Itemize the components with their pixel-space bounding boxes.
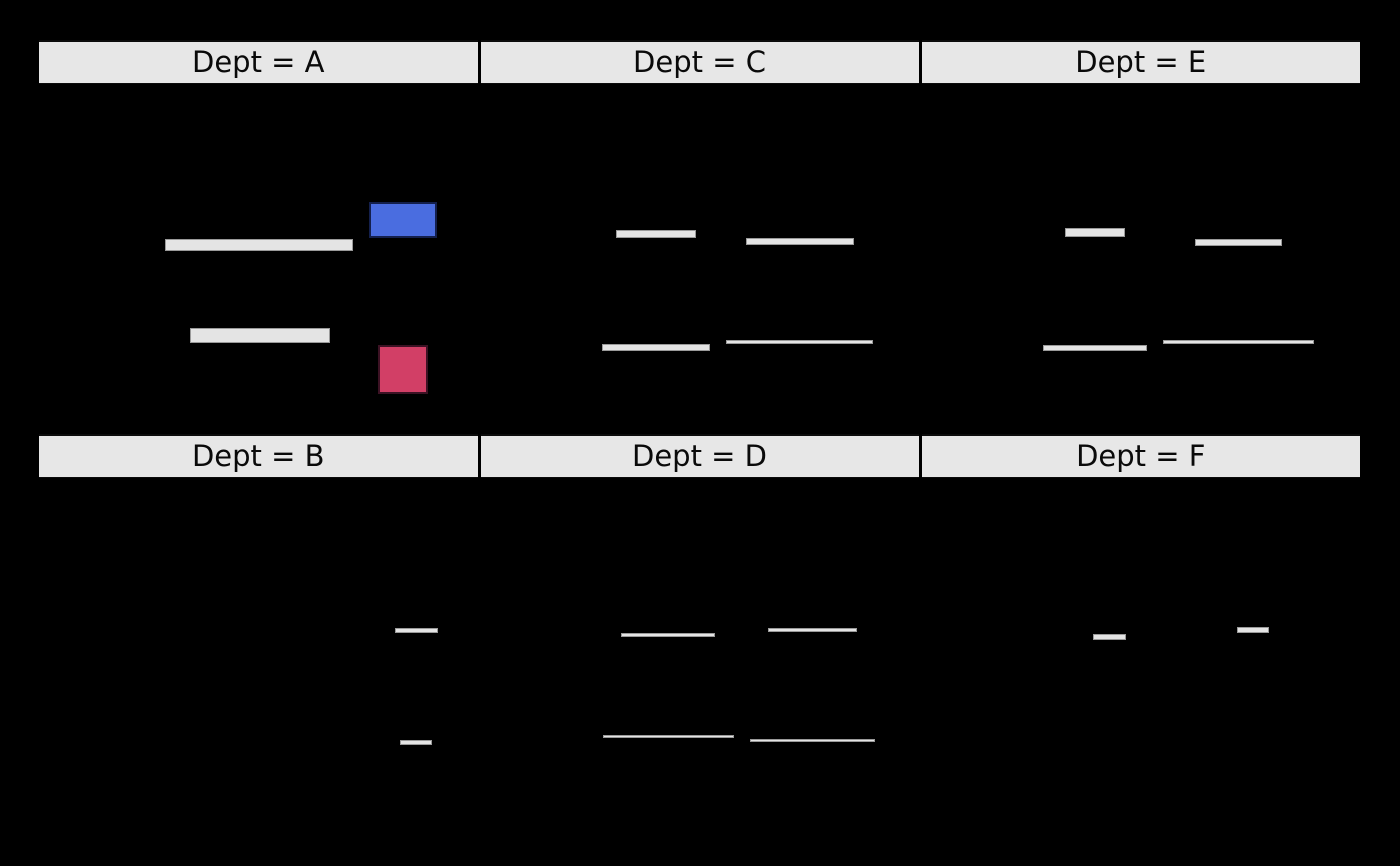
- boxD-left-lower: [603, 735, 734, 738]
- boxB-right-lower: [400, 740, 432, 745]
- boxB-right-upper: [395, 628, 438, 633]
- facet-title-label: Dept = B: [191, 439, 325, 473]
- boxE-left-upper: [1065, 228, 1125, 237]
- boxA-red-lower: [378, 345, 428, 394]
- facet-title-label: Dept = E: [1075, 45, 1207, 79]
- boxA-gray-lower: [190, 328, 330, 343]
- boxD-left-upper: [621, 633, 715, 637]
- facet-title-dept-b: Dept = B: [39, 434, 478, 478]
- facet-title-label: Dept = D: [631, 439, 768, 473]
- facet-title-label: Dept = A: [191, 45, 325, 79]
- boxE-left-lower: [1043, 345, 1147, 351]
- boxC-left-lower: [602, 344, 710, 351]
- boxD-right-lower: [750, 739, 875, 742]
- facet-title-dept-a: Dept = A: [39, 40, 478, 84]
- facet-title-dept-e: Dept = E: [921, 40, 1360, 84]
- boxA-gray-upper: [165, 239, 353, 251]
- boxA-blue-upper: [369, 202, 437, 238]
- boxC-left-upper: [616, 230, 696, 238]
- boxC-right-upper: [746, 238, 854, 245]
- facet-title-dept-d: Dept = D: [480, 434, 919, 478]
- boxE-right-lower: [1163, 340, 1314, 344]
- boxF-left-upper: [1093, 634, 1126, 640]
- boxD-right-upper: [768, 628, 857, 632]
- boxE-right-upper: [1195, 239, 1282, 246]
- facet-title-dept-c: Dept = C: [480, 40, 919, 84]
- boxF-right-upper: [1237, 627, 1269, 633]
- facet-title-label: Dept = F: [1076, 439, 1206, 473]
- facet-title-dept-f: Dept = F: [921, 434, 1360, 478]
- facet-title-label: Dept = C: [633, 45, 766, 79]
- boxC-right-lower: [726, 340, 873, 344]
